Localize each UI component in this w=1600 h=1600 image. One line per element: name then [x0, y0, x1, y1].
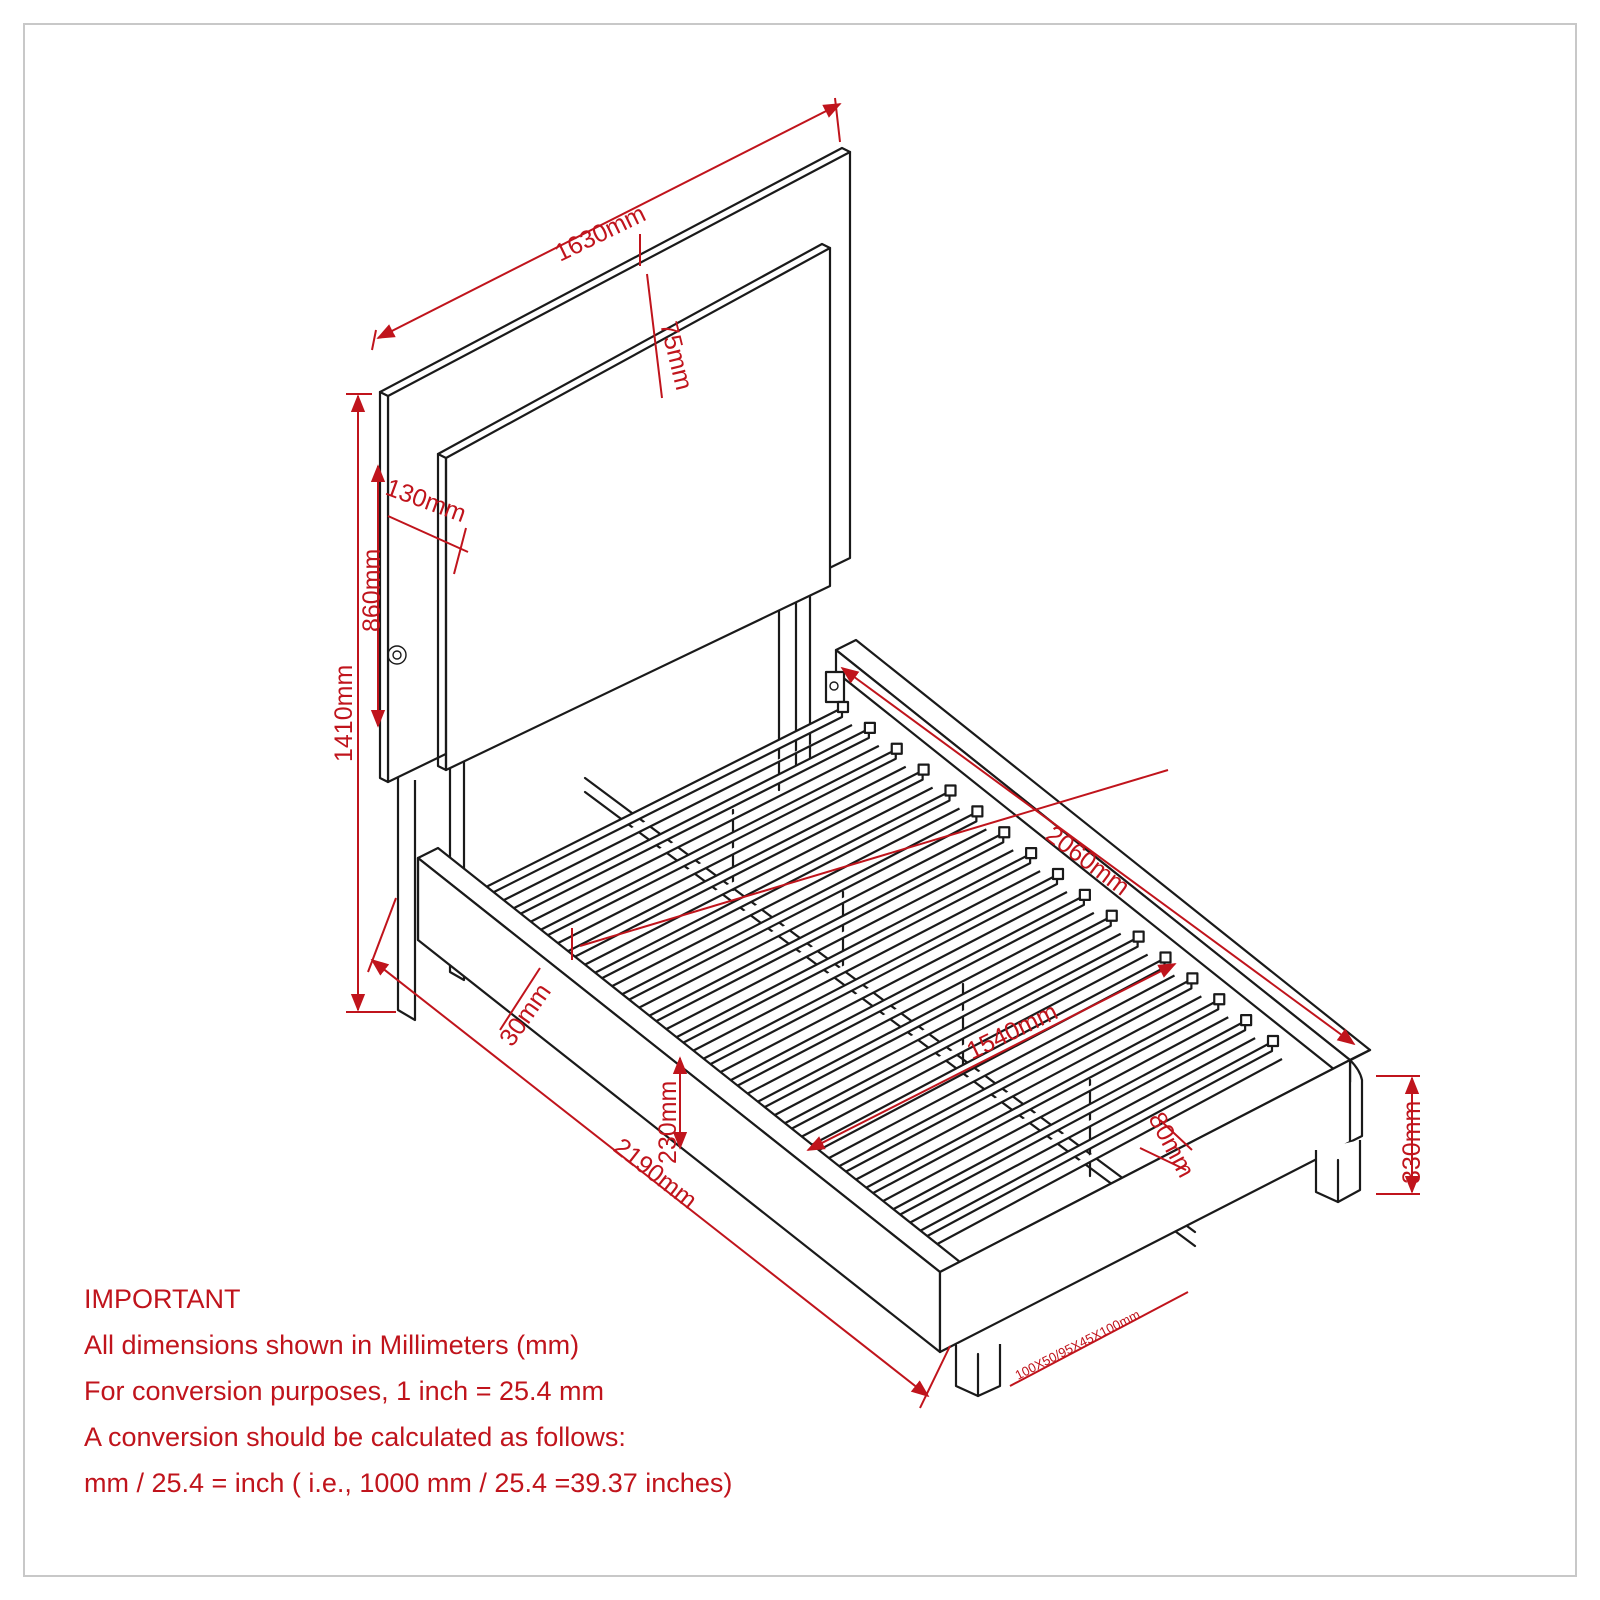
knob-icon [387, 645, 407, 665]
dim-panel-height: 860mm [358, 549, 386, 632]
slat-clip [1186, 972, 1199, 985]
slat-clip [1078, 888, 1091, 901]
slat-clip [1025, 847, 1038, 860]
rail-bracket [824, 670, 846, 704]
dimension-lines [346, 97, 1420, 1409]
slat-clip [1051, 867, 1065, 881]
slat-clip [836, 700, 850, 714]
slat-clip [971, 805, 984, 818]
dim-footboard-height: 330mm [1398, 1101, 1426, 1184]
slat-clip [1213, 993, 1226, 1006]
notes-line-1: All dimensions shown in Millimeters (mm) [84, 1330, 579, 1360]
legs [954, 1140, 1362, 1398]
slat-clip [890, 742, 903, 755]
notes-title: IMPORTANT [84, 1284, 241, 1314]
slat-clip [998, 826, 1011, 839]
slat-clip [1105, 909, 1118, 922]
dim-side-rail-height: 230mm [654, 1081, 682, 1164]
notes-line-4: mm / 25.4 = inch ( i.e., 1000 mm / 25.4 … [84, 1468, 732, 1498]
slat-clip [1132, 930, 1145, 943]
slat-clip [1159, 951, 1172, 964]
slat-clip [944, 784, 957, 797]
footboard-rail [938, 1048, 1372, 1354]
slat-clip [1240, 1014, 1253, 1027]
notes-line-3: A conversion should be calculated as fol… [84, 1422, 626, 1452]
dim-overall-height: 1410mm [330, 665, 358, 762]
slat-clip [863, 721, 876, 734]
slat-clip [1266, 1034, 1280, 1048]
important-notes: IMPORTANT All dimensions shown in Millim… [84, 1284, 732, 1498]
slat-clip [917, 763, 930, 776]
notes-line-2: For conversion purposes, 1 inch = 25.4 m… [84, 1376, 604, 1406]
